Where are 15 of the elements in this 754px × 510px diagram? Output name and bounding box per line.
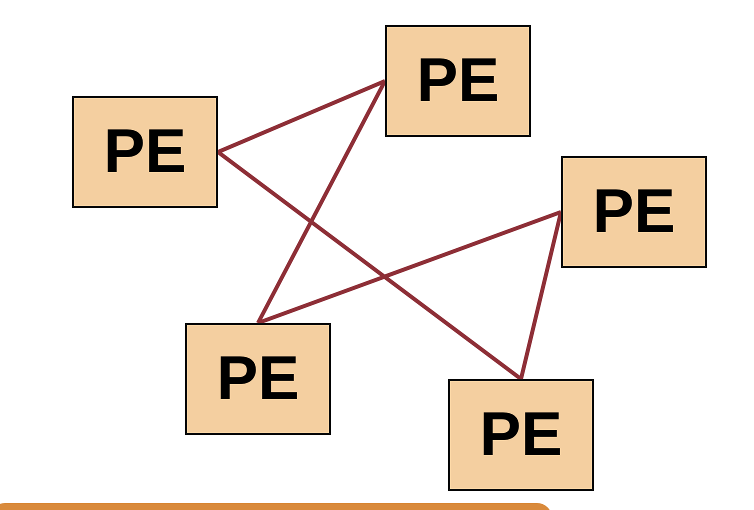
connector-line <box>519 212 563 380</box>
connector-line <box>257 210 562 325</box>
process-box <box>185 323 331 435</box>
box-label: PE <box>104 121 186 183</box>
process-box <box>385 25 531 137</box>
process-box <box>448 379 594 491</box>
box-label: PE <box>216 348 300 410</box>
connector-line <box>256 80 387 324</box>
process-box <box>72 96 218 208</box>
connector-line <box>217 79 386 154</box>
connector-line <box>216 150 522 381</box>
box-label: PE <box>416 50 500 112</box>
box-label: PE <box>480 404 562 466</box>
process-box <box>561 156 707 268</box>
box-label: PE <box>592 181 676 243</box>
